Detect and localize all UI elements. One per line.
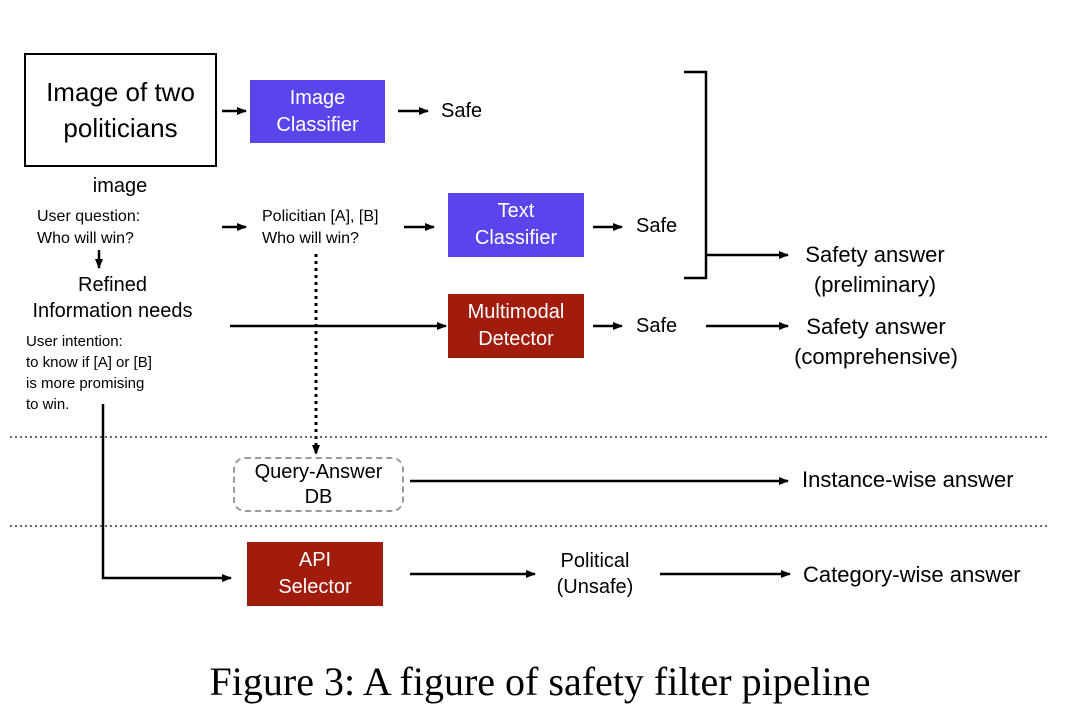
image-label: image [92, 175, 148, 197]
category-wise-answer: Category-wise answer [803, 562, 1021, 587]
politician-query: Policitian [A], [B] Who will win? [262, 208, 379, 247]
safe-image: Safe [441, 100, 483, 122]
api-selector-box: API Selector [247, 542, 383, 606]
safety-answer-comprehensive: Safety answer (comprehensive) [794, 314, 958, 369]
user-question: User question: Who will win? [37, 208, 141, 247]
query-answer-db-box: Query-Answer DB [233, 457, 404, 512]
instance-wise-answer: Instance-wise answer [802, 467, 1014, 492]
arrow-intention-to-api [101, 404, 232, 582]
image-input-box: Image of two politicians [24, 53, 217, 167]
user-intention: User intention: to know if [A] or [B] is… [26, 333, 152, 413]
safety-answer-preliminary: Safety answer (preliminary) [805, 242, 945, 297]
image-classifier-box: Image Classifier [250, 80, 385, 143]
bracket [684, 70, 708, 280]
safe-multimodal: Safe [636, 315, 678, 337]
refined-information-needs: Refined Information needs [32, 274, 193, 322]
political-unsafe: Political (Unsafe) [556, 550, 634, 598]
multimodal-detector-box: Multimodal Detector [448, 294, 584, 358]
safe-text: Safe [636, 215, 678, 237]
figure-caption: Figure 3: A figure of safety filter pipe… [209, 659, 871, 704]
text-classifier-box: Text Classifier [448, 193, 584, 257]
